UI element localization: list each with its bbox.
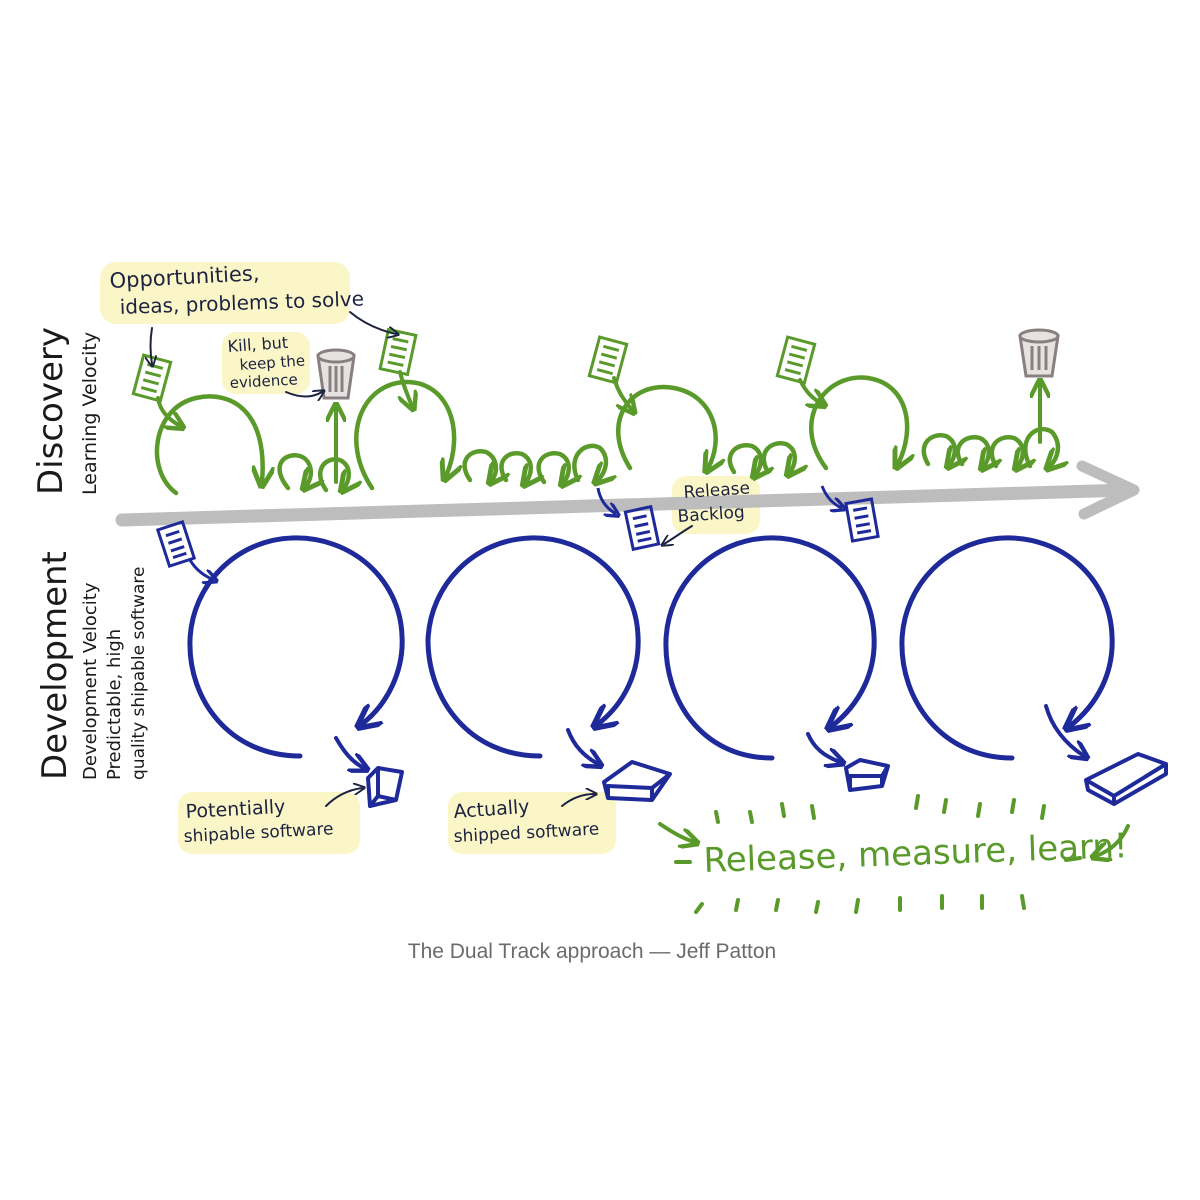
burst-dash bbox=[1064, 856, 1082, 862]
pointer-arrow bbox=[349, 311, 396, 334]
note-potentially-line1: Potentially bbox=[185, 796, 286, 823]
card-icon bbox=[587, 335, 629, 385]
pointer-arrow bbox=[561, 794, 594, 807]
burst-dash bbox=[810, 804, 816, 820]
burst-dash bbox=[942, 798, 948, 814]
arrow-to-box bbox=[1044, 704, 1084, 756]
note-release-backlog-line2: Backlog bbox=[677, 502, 745, 527]
software-box-icon bbox=[1084, 752, 1168, 806]
pointer-arrow bbox=[285, 392, 322, 397]
burst-dash bbox=[914, 794, 920, 810]
card-icon bbox=[155, 520, 197, 568]
highlight-opportunities bbox=[100, 262, 350, 324]
annotations: Opportunities, ideas, problems to solve … bbox=[109, 261, 751, 847]
discovery-title-group: Discovery Learning Velocity bbox=[31, 327, 101, 495]
card-icon bbox=[378, 327, 418, 377]
discovery-loop-small bbox=[761, 441, 795, 472]
arrow-to-backlog bbox=[820, 485, 842, 508]
note-actually-line1: Actually bbox=[453, 796, 530, 823]
arrow-to-release bbox=[1096, 824, 1130, 856]
discovery-loop-small bbox=[318, 457, 349, 490]
discovery-loop-small bbox=[536, 451, 569, 482]
discovery-loop-large bbox=[616, 384, 715, 468]
pointer-arrow bbox=[664, 525, 693, 544]
burst-dash bbox=[694, 902, 704, 914]
burst-dash bbox=[734, 898, 740, 912]
arrow-card-to-dev-loop bbox=[188, 559, 214, 580]
release-backlog-cards bbox=[155, 485, 880, 580]
pointer-arrow bbox=[325, 788, 362, 807]
discovery-title: Discovery bbox=[31, 327, 71, 495]
delivery-arrows bbox=[334, 704, 1084, 768]
discovery-loop-small bbox=[499, 450, 530, 482]
note-release-measure-learn: Release, measure, learn! bbox=[703, 826, 1128, 881]
burst-dash bbox=[774, 898, 780, 912]
development-subtitle-2: Predictable, high bbox=[104, 629, 125, 780]
discovery-loop-small bbox=[955, 434, 989, 466]
arrow-to-box bbox=[334, 736, 364, 768]
development-loop bbox=[899, 535, 1115, 761]
development-subtitle-1: Development Velocity bbox=[80, 582, 101, 780]
arrow-card-to-loop bbox=[400, 370, 412, 406]
development-loop bbox=[187, 535, 405, 759]
release-burst bbox=[658, 794, 1130, 914]
figure-caption: The Dual Track approach — Jeff Patton bbox=[407, 940, 777, 963]
software-box-icon bbox=[844, 758, 890, 792]
development-subtitle-3: quality shipable software bbox=[129, 566, 149, 780]
arrow-to-backlog bbox=[596, 487, 616, 514]
note-release-backlog-line1: Release bbox=[683, 478, 751, 503]
discovery-loop-small bbox=[727, 442, 761, 474]
burst-dash bbox=[1020, 894, 1026, 910]
software-boxes bbox=[366, 752, 1168, 808]
burst-dash bbox=[814, 900, 820, 914]
discovery-loop-large bbox=[354, 379, 454, 491]
software-box-icon bbox=[602, 760, 672, 802]
burst-dash bbox=[854, 898, 860, 914]
burst-dash bbox=[1010, 798, 1016, 814]
arrow-to-release bbox=[658, 822, 694, 842]
burst-dash bbox=[1040, 804, 1046, 820]
development-title: Development bbox=[35, 551, 75, 780]
trash-can-icon bbox=[1018, 328, 1060, 378]
discovery-loop-small bbox=[921, 433, 955, 464]
note-kill-line2: keep the bbox=[239, 351, 306, 374]
highlight-kill bbox=[222, 332, 310, 394]
burst-dash bbox=[748, 810, 754, 824]
burst-dash bbox=[780, 802, 786, 818]
annotation-arrows bbox=[151, 311, 693, 807]
software-box-icon bbox=[366, 766, 404, 808]
discovery-loop-large bbox=[809, 375, 907, 468]
highlight-potentially bbox=[178, 792, 360, 854]
arrow-to-box bbox=[566, 728, 598, 764]
discovery-subtitle: Learning Velocity bbox=[79, 332, 101, 495]
development-loop bbox=[663, 535, 877, 761]
discovery-loop-small bbox=[989, 435, 1023, 466]
arrow-to-box bbox=[806, 732, 840, 762]
pointer-arrow bbox=[151, 327, 153, 364]
highlight-actually bbox=[448, 792, 616, 854]
discovery-loop-large bbox=[154, 394, 263, 496]
card-icon bbox=[623, 504, 661, 552]
note-kill-line1: Kill, but bbox=[227, 333, 289, 356]
development-loops bbox=[187, 535, 1115, 761]
development-title-group: Development Development Velocity Predict… bbox=[35, 551, 149, 780]
discovery-cards bbox=[131, 327, 817, 403]
card-icon bbox=[775, 335, 817, 385]
timeline-arrow-icon bbox=[115, 460, 1140, 527]
discovery-loop-small bbox=[462, 449, 496, 480]
burst-dash bbox=[976, 802, 982, 818]
burst-dash bbox=[714, 810, 720, 824]
highlights bbox=[100, 262, 760, 854]
discovery-loop-small bbox=[277, 453, 311, 488]
development-loop bbox=[425, 535, 641, 759]
note-kill-line3: evidence bbox=[229, 370, 298, 392]
discovery-loop-small bbox=[572, 443, 606, 480]
discovery-loop-small bbox=[1023, 427, 1058, 466]
card-icon bbox=[844, 497, 880, 543]
trash-can-icon bbox=[316, 348, 356, 400]
